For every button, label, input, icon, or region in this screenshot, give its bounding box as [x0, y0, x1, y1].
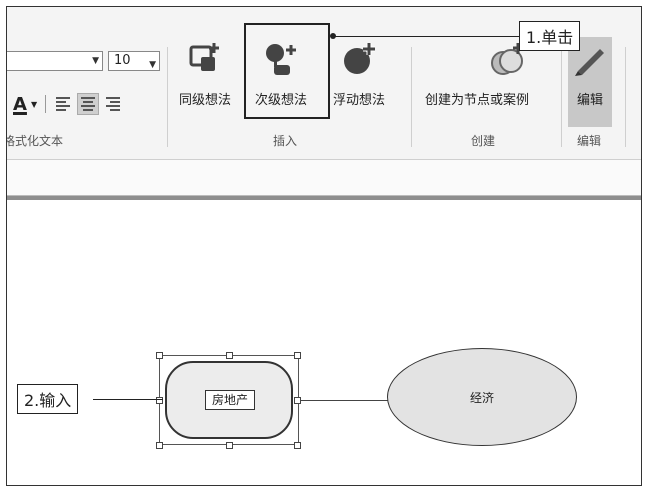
ribbon-canvas-separator [7, 195, 641, 201]
child-idea-icon [266, 44, 296, 75]
callout-leader-line [333, 36, 519, 37]
sibling-idea-button[interactable]: 同级想法 [179, 41, 231, 117]
divider [45, 95, 47, 113]
font-family-dropdown[interactable]: ▼ [7, 51, 103, 71]
group-separator [625, 47, 626, 147]
edit-button[interactable]: 编辑 [570, 41, 610, 117]
child-idea-button[interactable]: 次级想法 [255, 41, 307, 117]
align-left-icon[interactable] [54, 94, 74, 114]
resize-handle[interactable] [156, 442, 163, 449]
group-separator [167, 47, 168, 147]
resize-handle[interactable] [226, 442, 233, 449]
create-node-icon [491, 43, 524, 75]
group-separator [561, 47, 562, 147]
mind-map-canvas[interactable]: 房地产 经济 2.输入 [7, 200, 641, 485]
format-row: A ▼ [13, 93, 122, 115]
edit-button-highlight [568, 37, 612, 127]
resize-handle[interactable] [294, 442, 301, 449]
resize-handle[interactable] [294, 397, 301, 404]
align-center-icon[interactable] [77, 93, 100, 115]
create-node-or-case-button[interactable]: 创建为节点或案例 [425, 41, 529, 117]
economy-node-label: 经济 [469, 391, 494, 405]
selected-idea-node[interactable]: 房地产 [156, 352, 301, 449]
annotation-step-2: 2.输入 [17, 384, 79, 414]
sibling-idea-label: 同级想法 [179, 93, 232, 108]
chevron-down-icon: ▼ [92, 56, 99, 66]
pencil-icon [575, 49, 604, 76]
economy-idea-node[interactable]: 经济 [387, 348, 577, 446]
font-color-icon[interactable]: A [13, 93, 27, 115]
sibling-idea-icon [189, 43, 219, 71]
child-idea-label: 次级想法 [255, 93, 308, 108]
child-idea-highlight-box [244, 23, 330, 119]
node-text-input[interactable]: 房地产 [205, 390, 255, 410]
resize-handle[interactable] [226, 352, 233, 359]
callout-leader-line [93, 399, 163, 400]
create-node-or-case-label: 创建为节点或案例 [425, 93, 530, 108]
resize-handle[interactable] [156, 352, 163, 359]
group-label-edit: 编辑 [577, 134, 602, 148]
node-connector-line [297, 400, 389, 401]
group-label-insert: 插入 [273, 134, 298, 148]
edit-label: 编辑 [576, 93, 603, 108]
resize-handle[interactable] [156, 397, 163, 404]
font-size-dropdown[interactable]: 10 ▼ [108, 51, 160, 71]
group-label-create: 创建 [471, 134, 496, 148]
chevron-down-icon[interactable]: ▼ [30, 99, 38, 109]
ribbon-toolbar: ▼ 10 ▼ A ▼ 格式化文本 同级想法 [7, 7, 641, 159]
annotation-step-1: 1.单击 [519, 21, 581, 51]
floating-idea-icon [344, 43, 375, 74]
ribbon-footer-area [7, 159, 641, 198]
align-right-icon[interactable] [102, 94, 122, 114]
floating-idea-button[interactable]: 浮动想法 [333, 41, 385, 117]
floating-idea-label: 浮动想法 [333, 93, 386, 108]
group-label-format-text: 格式化文本 [6, 134, 64, 148]
font-size-value: 10 [114, 53, 131, 68]
chevron-down-icon: ▼ [149, 60, 156, 70]
resize-handle[interactable] [294, 352, 301, 359]
group-separator [411, 47, 412, 147]
app-window: ▼ 10 ▼ A ▼ 格式化文本 同级想法 [6, 6, 642, 486]
